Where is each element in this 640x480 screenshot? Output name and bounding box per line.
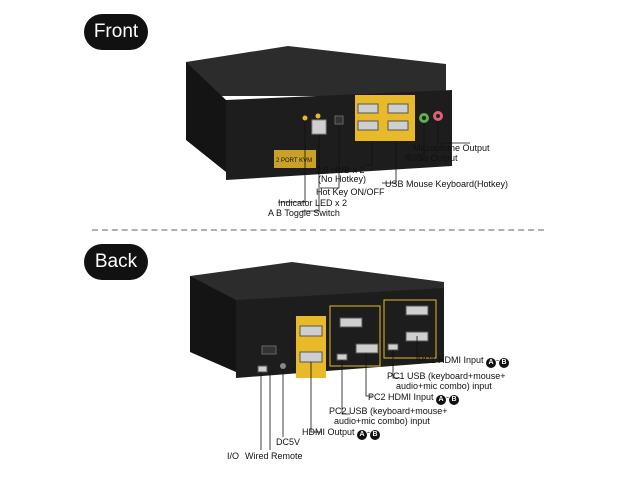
label-pc1-usb-1: PC1 USB (keyboard+mouse+ [387,371,506,381]
front-heading: Front [84,14,148,50]
badge-a-icon: A [486,358,497,368]
badge-a-icon: A [436,395,447,405]
label-hdmi-output-text: HDMI Output [302,427,355,437]
front-device-top [186,46,446,96]
toggle-switch-button [311,119,327,135]
pc2-hdmi-frame [329,305,381,367]
label-pc2-usb-1: PC2 USB (keyboard+mouse+ [329,406,448,416]
port-panel [355,95,415,141]
callout-hub [365,141,373,166]
pc1-hdmi-frame [383,299,437,359]
label-hot-key: Hot Key ON/OFF [316,187,385,197]
label-pc2-hdmi-text: PC2 HDMI Input [368,392,434,402]
led-a [302,115,308,121]
badge-b-icon: B [499,358,510,368]
callout-usb-kb [382,141,397,184]
hdmi-output-port-a [299,325,323,337]
callout-toggle [302,135,320,212]
audio-jack-hole [422,116,426,120]
label-indicator-led: Indicator LED x 2 [278,198,348,208]
label-usb-mouse-keyboard: USB Mouse Keyboard(Hotkey) [385,179,509,189]
mic-jack-hole [436,114,440,118]
callout-pc2-hdmi [365,353,372,397]
callout-pc1-usb [392,350,400,379]
callout-pc2-usb [341,360,350,415]
callout-hdmi-out [310,362,322,433]
label-io: I/O [227,451,240,461]
pc2-usb-port [336,353,348,361]
back-device-top [190,262,444,300]
badge-dash: - [496,355,500,365]
callout-pc1-hdmi [416,336,420,361]
usb-hub-port-2 [357,120,379,131]
callout-led [278,122,306,203]
hotkey-button [334,115,344,125]
back-device-panel [236,288,444,378]
back-heading: Back [84,244,148,280]
label-pc1-hdmi: PC1 HDMI Input A-B [418,355,510,368]
pc1-usb-port [387,343,399,351]
label-audio-output: Audio Output [405,153,458,163]
badge-dash: - [367,427,371,437]
label-toggle-switch: A B Toggle Switch [268,208,340,218]
front-device-side [186,62,226,172]
dc-jack [280,363,286,369]
label-pc2-usb-2: audio+mic combo) input [334,416,430,426]
callout-hotkey [320,126,340,189]
callout-mic [437,121,470,144]
led-b [315,113,321,119]
back-switch [261,345,277,355]
usb-keyboard-port [387,120,409,131]
label-pc1-usb-2: audio+mic combo) input [396,381,492,391]
callout-audio [405,123,425,156]
usb-mouse-port [387,103,409,114]
pc2-hdmi-port-a [339,317,363,328]
badge-dash: - [446,392,450,402]
brand-badge [274,150,316,168]
pc2-hdmi-port-b [355,343,379,354]
usb-hub-port-1 [357,103,379,114]
section-divider [92,229,544,231]
back-device-side [190,276,236,372]
label-hdmi-output: HDMI Output A-B [302,427,381,440]
badge-b-icon: B [449,395,460,405]
hdmi-output-port-b [299,351,323,363]
label-pc1-hdmi-text: PC1 HDMI Input [418,355,484,365]
label-no-hotkey: (No Hotkey) [318,174,367,184]
badge-a-icon: A [357,430,368,440]
label-hub: 2.0 HUB x 2 [316,165,365,175]
label-wired-remote: Wired Remote [245,451,303,461]
label-pc2-hdmi: PC2 HDMI Input A-B [368,392,460,405]
pc1-hdmi-port-a [405,305,429,316]
brand-text: 2 PORT KVM [276,158,312,164]
badge-b-icon: B [370,430,381,440]
label-microphone-output: Microphone Output [413,143,490,153]
io-port [257,365,268,373]
label-dc5v: DC5V [276,437,301,447]
